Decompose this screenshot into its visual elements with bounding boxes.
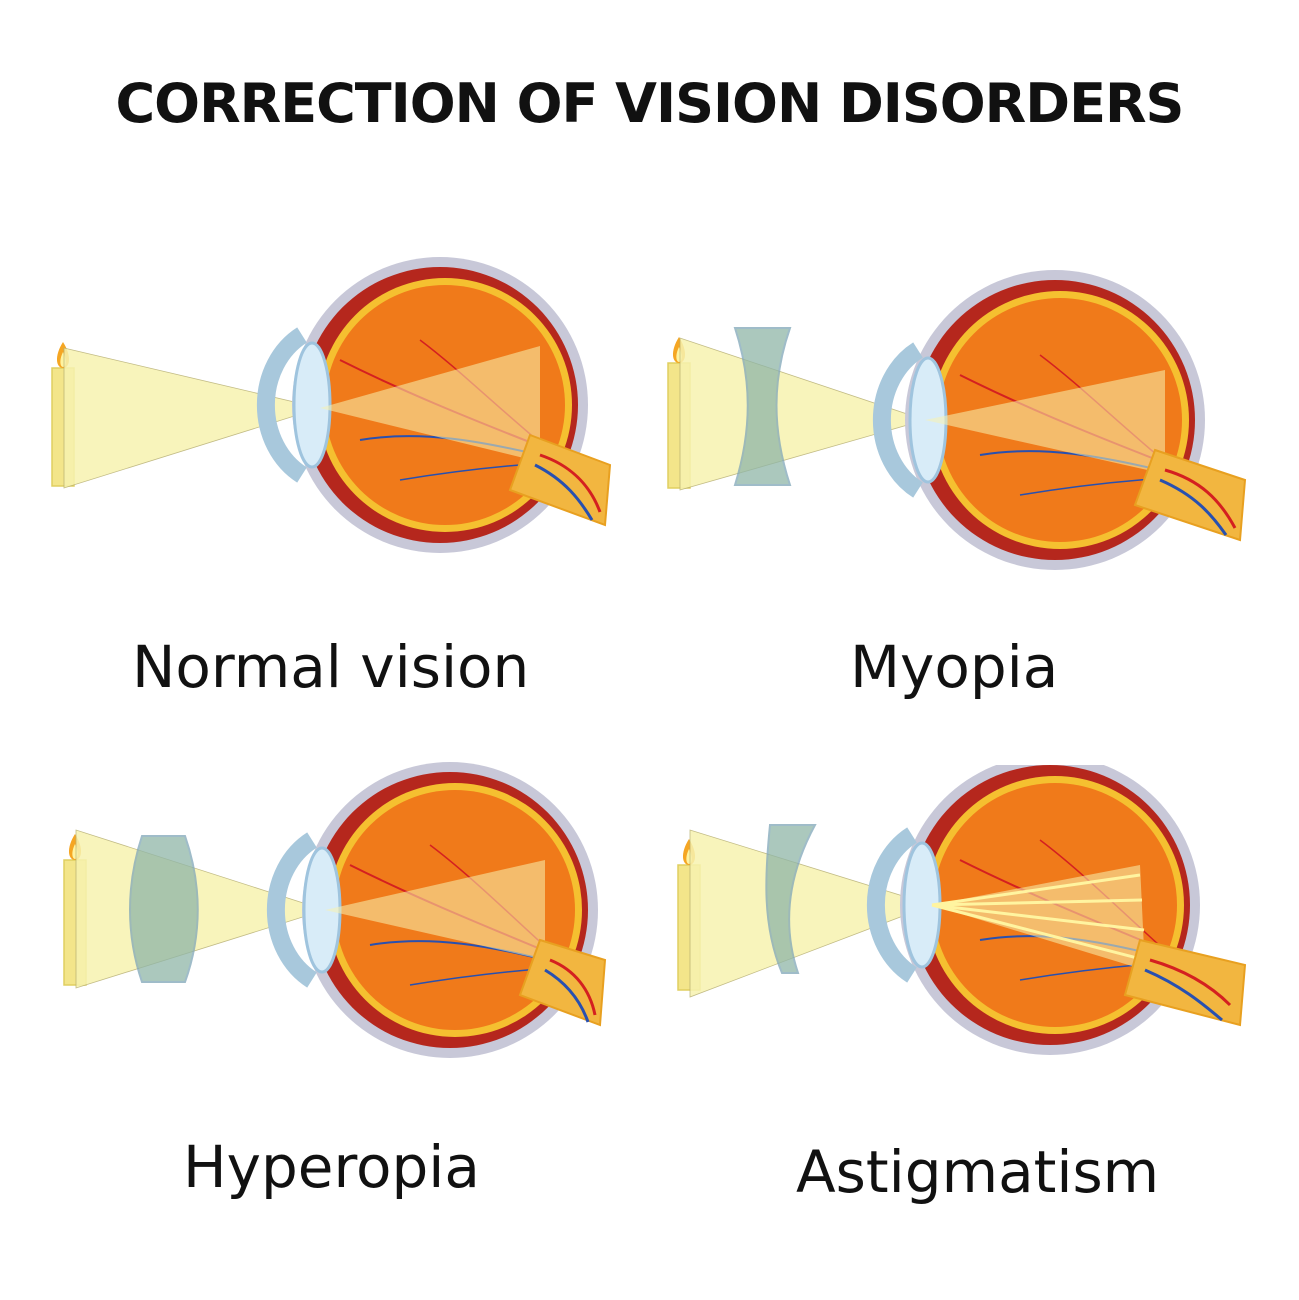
light-beam-inner (325, 860, 545, 960)
panel-hyperopia: Hyperopia (40, 760, 620, 1196)
eye-diagram-hyperopia (63, 762, 607, 1058)
label-hyperopia: Hyperopia (183, 1133, 480, 1201)
optic-nerve (1133, 448, 1247, 542)
label-normal-vision: Normal vision (132, 633, 530, 701)
optic-nerve (518, 938, 607, 1027)
eye-diagram-astigmatism (677, 765, 1247, 1055)
panel-normal-vision: Normal vision (40, 250, 620, 696)
cylindrical-lens (765, 824, 817, 974)
eye-diagram-normal (51, 257, 612, 553)
optic-nerve (1123, 938, 1247, 1027)
eye-diagram-myopia (667, 270, 1247, 570)
light-beam-inner (925, 370, 1165, 474)
panel-astigmatism: Astigmatism (670, 765, 1270, 1201)
convex-lens (129, 835, 199, 983)
focal-rays (931, 873, 1146, 962)
panel-myopia: Myopia (660, 260, 1260, 696)
light-beam-inner (320, 346, 540, 462)
label-myopia: Myopia (850, 633, 1059, 701)
optic-nerve (508, 433, 612, 527)
label-astigmatism: Astigmatism (796, 1138, 1160, 1206)
page-title: CORRECTION OF VISION DISORDERS (115, 72, 1185, 135)
concave-lens (733, 327, 792, 486)
